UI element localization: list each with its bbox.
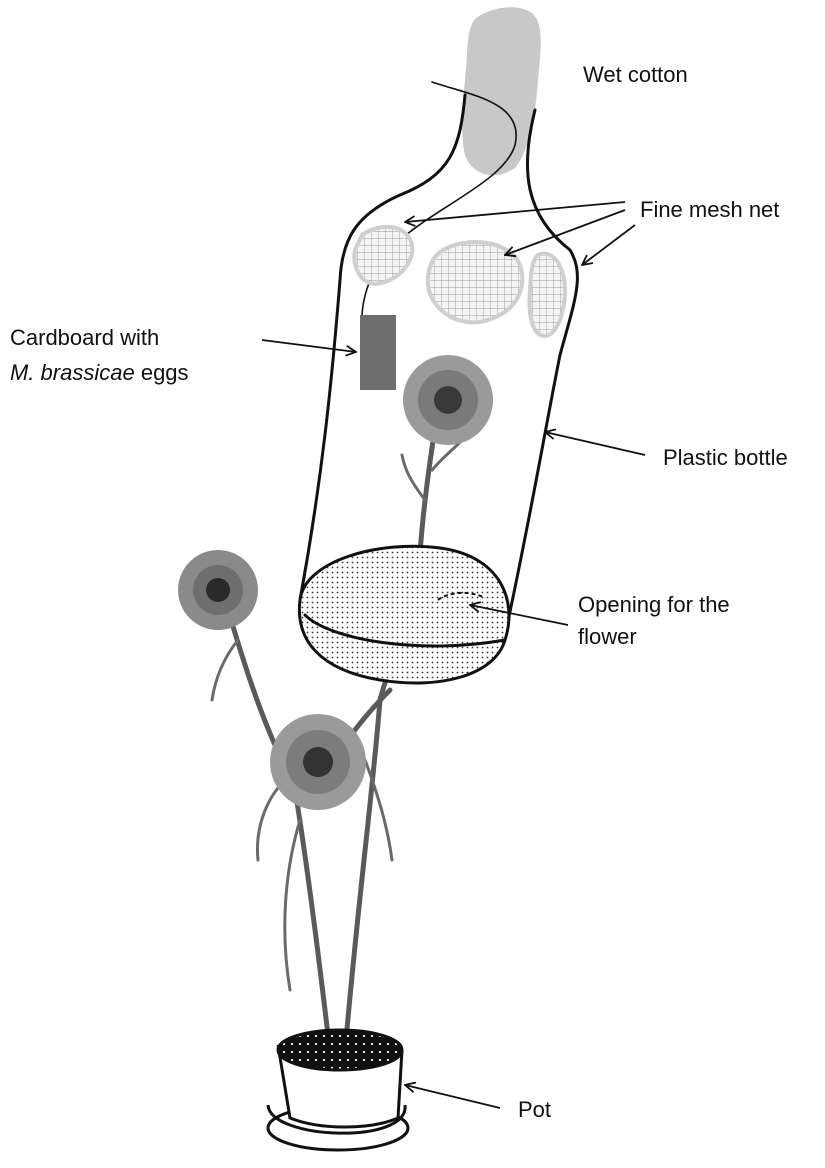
mesh-arrow-2 <box>505 210 625 255</box>
plastic-bottle-right-wall <box>505 110 577 635</box>
bottle-opening-disk <box>299 546 509 683</box>
label-eggs: eggs <box>135 360 189 385</box>
label-fine-mesh-net: Fine mesh net <box>640 197 779 222</box>
cardboard-arrow <box>262 340 356 352</box>
flower-top-icon <box>403 355 493 445</box>
bottle-arrow <box>545 432 645 455</box>
label-cardboard-line1: Cardboard with <box>10 325 159 350</box>
label-species: M. brassicae <box>10 360 135 385</box>
egg-cardboard-icon <box>360 315 396 390</box>
pot-arrow <box>405 1085 500 1108</box>
flower-left-icon <box>178 550 258 630</box>
label-pot: Pot <box>518 1097 551 1122</box>
mesh-net-right <box>530 254 566 336</box>
label-opening-line2: flower <box>578 624 637 649</box>
label-plastic-bottle: Plastic bottle <box>663 445 788 470</box>
label-wet-cotton: Wet cotton <box>583 62 688 87</box>
flower-bottom-icon <box>270 714 366 810</box>
label-cardboard-line2: M. brassicae eggs <box>10 360 189 385</box>
mesh-net-left <box>354 227 412 284</box>
mesh-arrow-3 <box>582 225 635 265</box>
label-opening-line1: Opening for the <box>578 592 730 617</box>
pot-icon <box>268 1030 408 1150</box>
